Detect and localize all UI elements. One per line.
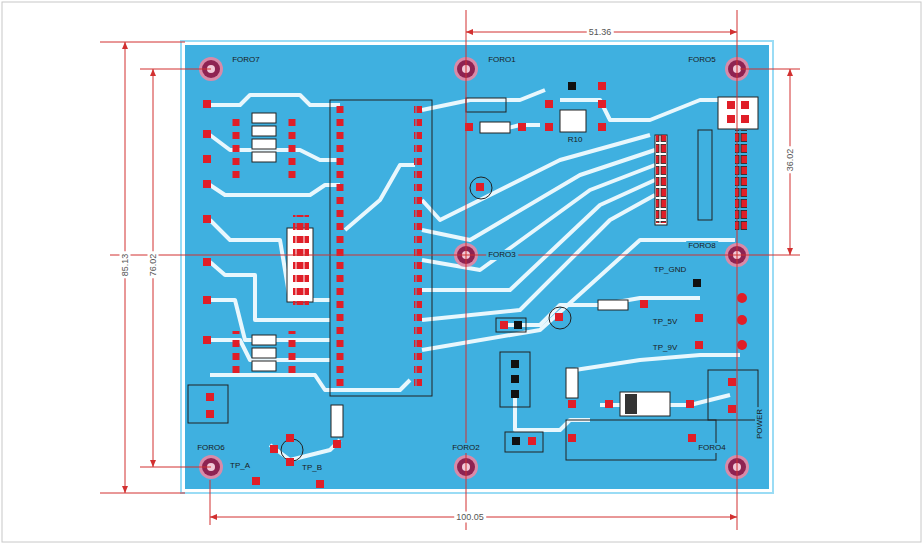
connector-label: POWER <box>755 407 765 441</box>
dimension-label: 76.02 <box>148 252 159 279</box>
dimension-label: 51.36 <box>587 27 614 38</box>
test-point-label: TP_B <box>300 463 324 473</box>
part-name: R10 <box>566 135 585 145</box>
mounting-hole-label: FORO7 <box>230 55 262 65</box>
mounting-hole-label: FORO6 <box>195 443 227 453</box>
test-point-label: TP_5V <box>651 317 679 327</box>
mounting-hole-label: FORO5 <box>686 55 718 65</box>
mounting-hole-label: FORO2 <box>450 443 482 453</box>
dimension-label: 85.13 <box>120 252 131 279</box>
mounting-hole-label: FORO1 <box>486 55 518 65</box>
test-point-label: TP_9V <box>651 343 679 353</box>
test-point-label: TP_GND <box>652 265 688 275</box>
mounting-hole-label: FORO4 <box>696 443 728 453</box>
mounting-hole-label: FORO8 <box>686 241 718 251</box>
dimension-label: 36.02 <box>785 147 796 174</box>
test-point-label: TP_A <box>228 461 252 471</box>
mounting-hole-label: FORO3 <box>486 250 518 260</box>
dimension-label: 100.05 <box>454 512 486 523</box>
